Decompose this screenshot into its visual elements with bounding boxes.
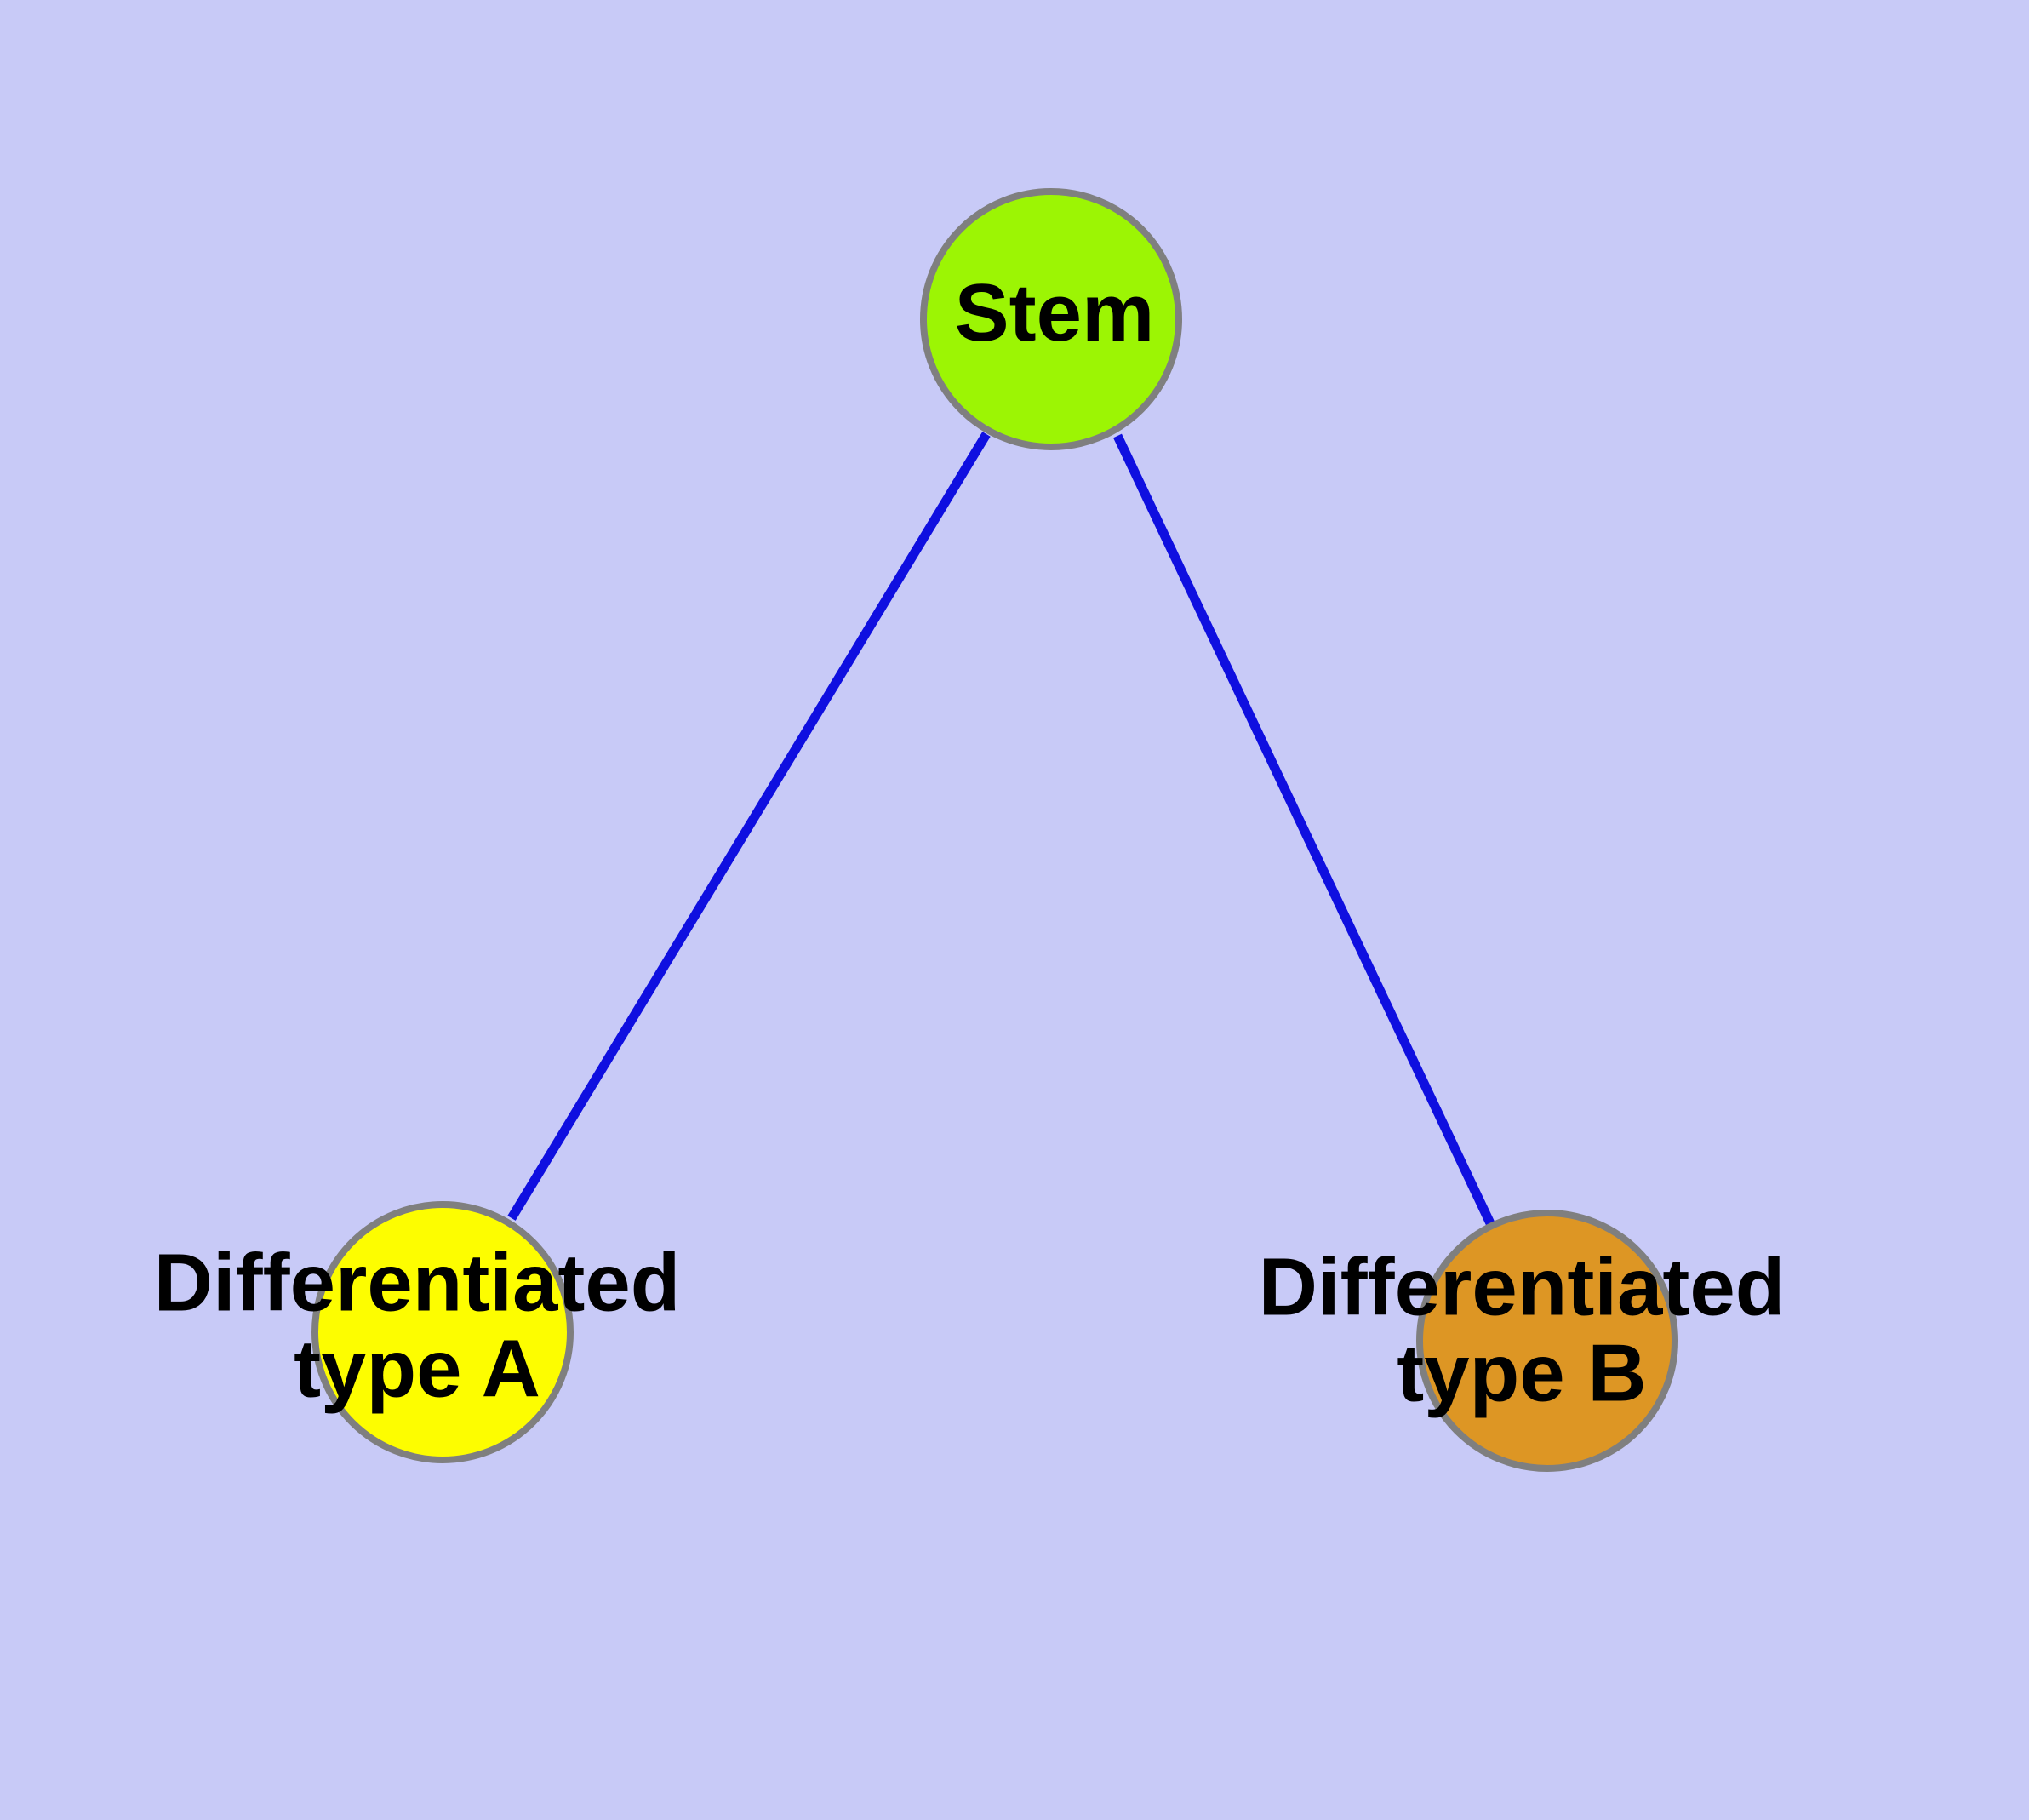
node-stem[interactable] — [920, 188, 1182, 450]
node-diff-a-circle[interactable] — [311, 1201, 574, 1463]
node-layer — [311, 188, 1678, 1472]
edge-stem-to-diff-b[interactable] — [1113, 433, 1495, 1226]
node-diff-b-circle[interactable] — [1416, 1210, 1678, 1472]
edge-layer — [507, 432, 1495, 1226]
node-stem-circle[interactable] — [920, 188, 1182, 450]
node-stem-label: Stem — [955, 267, 1155, 358]
node-diff-b[interactable] — [1416, 1210, 1678, 1472]
edge-stem-to-diff-a[interactable] — [507, 432, 991, 1221]
node-diff-a[interactable] — [311, 1201, 574, 1463]
